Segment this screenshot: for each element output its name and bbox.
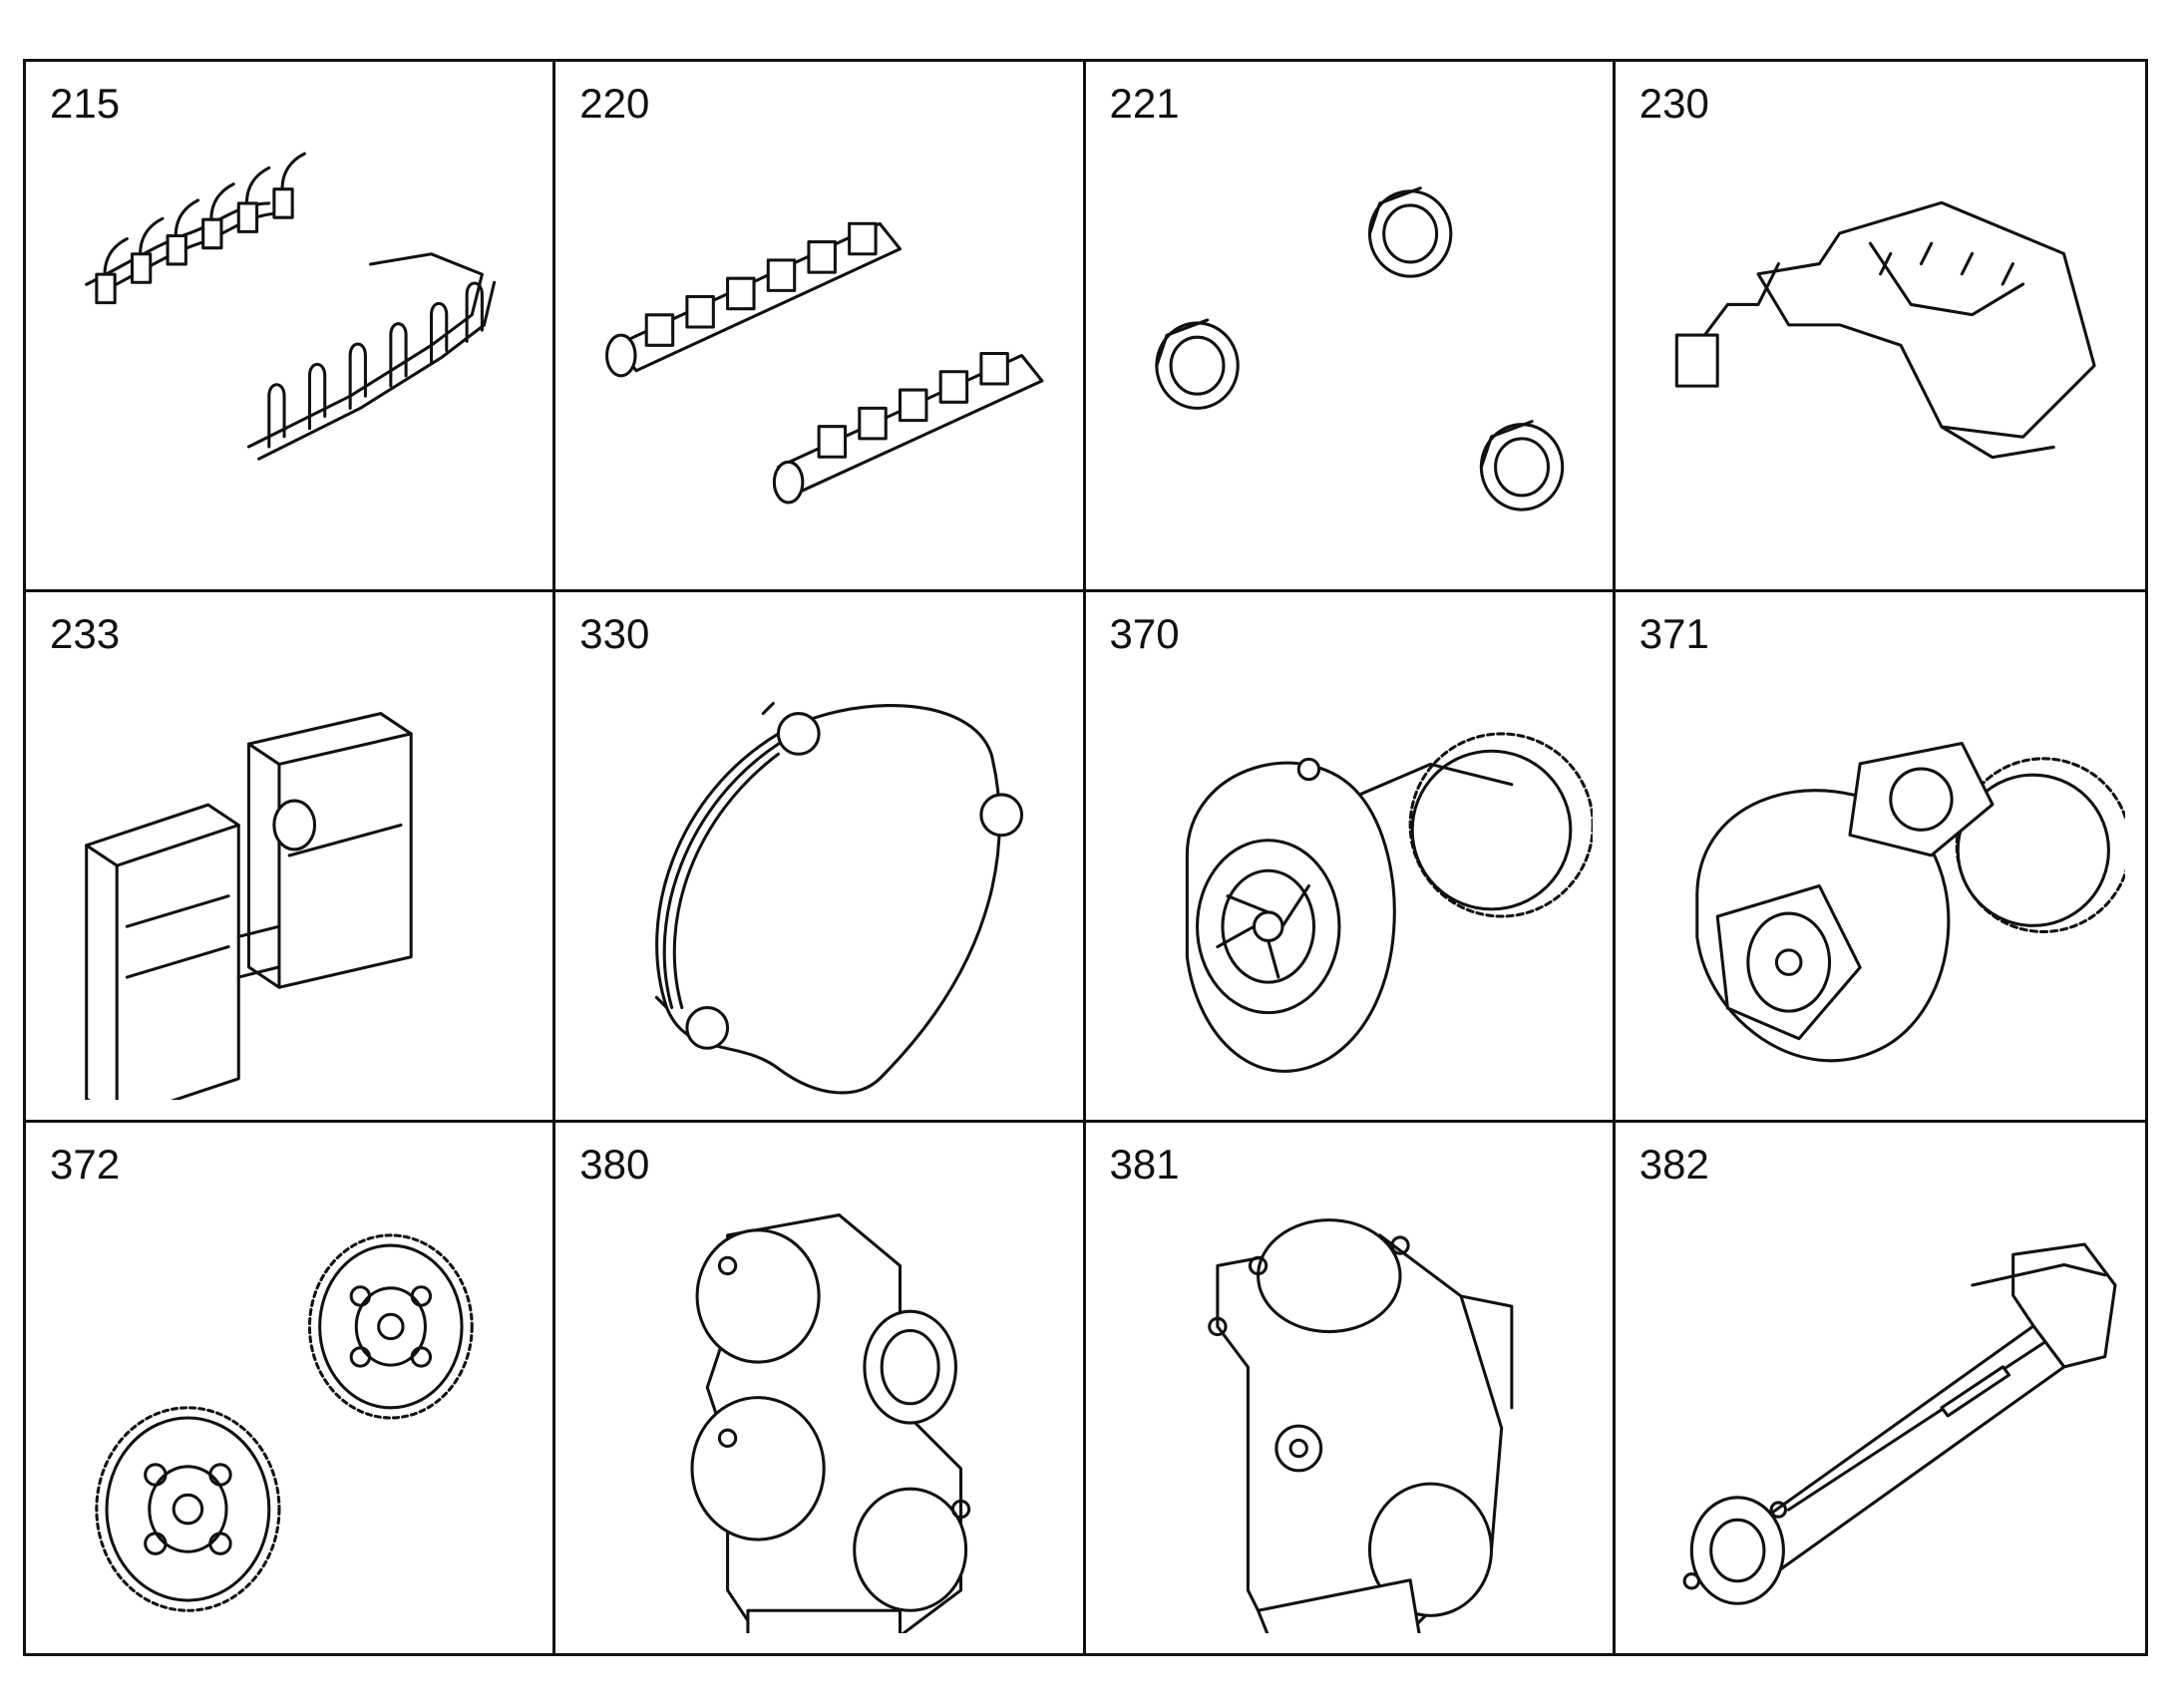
part-cell-382[interactable]: 382 <box>1616 1123 2145 1653</box>
gear-housing-icon <box>690 1213 971 1633</box>
part-number: 220 <box>579 80 650 127</box>
part-number: 380 <box>579 1141 650 1188</box>
part-cell-372[interactable]: 372 <box>26 1123 556 1653</box>
gear-housing-icon <box>1207 1218 1513 1633</box>
timing-cover-icon <box>655 701 1024 1095</box>
part-cell-380[interactable]: 380 <box>555 1123 1086 1653</box>
part-cell-221[interactable]: 221 <box>1085 62 1616 592</box>
part-number: 370 <box>1109 610 1180 657</box>
part-number: 372 <box>50 1141 121 1188</box>
part-number: 330 <box>579 610 650 657</box>
gear-wheel-icon <box>95 1233 474 1612</box>
parts-grid: 215 220 <box>23 59 2148 1656</box>
part-cell-330[interactable]: 330 <box>555 592 1086 1123</box>
aftertreatment-box-icon <box>85 712 413 1100</box>
water-pump-icon <box>1185 732 1593 1073</box>
part-number: 382 <box>1638 1141 1709 1188</box>
part-cell-370[interactable]: 370 <box>1085 592 1616 1123</box>
part-number: 371 <box>1638 610 1709 657</box>
part-cell-381[interactable]: 381 <box>1086 1123 1616 1653</box>
part-number: 381 <box>1109 1141 1180 1188</box>
pipe-couplings-icon <box>1154 186 1564 512</box>
part-cell-233[interactable]: 233 <box>26 592 556 1123</box>
drive-shaft-icon <box>1682 1242 2117 1605</box>
part-cell-371[interactable]: 371 <box>1615 592 2145 1123</box>
part-number: 221 <box>1109 80 1180 127</box>
part-cell-215[interactable]: 215 <box>26 62 556 592</box>
part-cell-230[interactable]: 230 <box>1615 62 2145 592</box>
water-pump-icon <box>1694 741 2125 1063</box>
part-cell-220[interactable]: 220 <box>555 62 1086 592</box>
part-number: 215 <box>50 80 121 127</box>
part-number: 233 <box>50 610 121 657</box>
injection-lines-icon <box>85 152 497 461</box>
egr-module-icon <box>1674 200 2096 460</box>
part-number: 230 <box>1638 80 1709 127</box>
exhaust-manifold-icon <box>605 221 1044 505</box>
